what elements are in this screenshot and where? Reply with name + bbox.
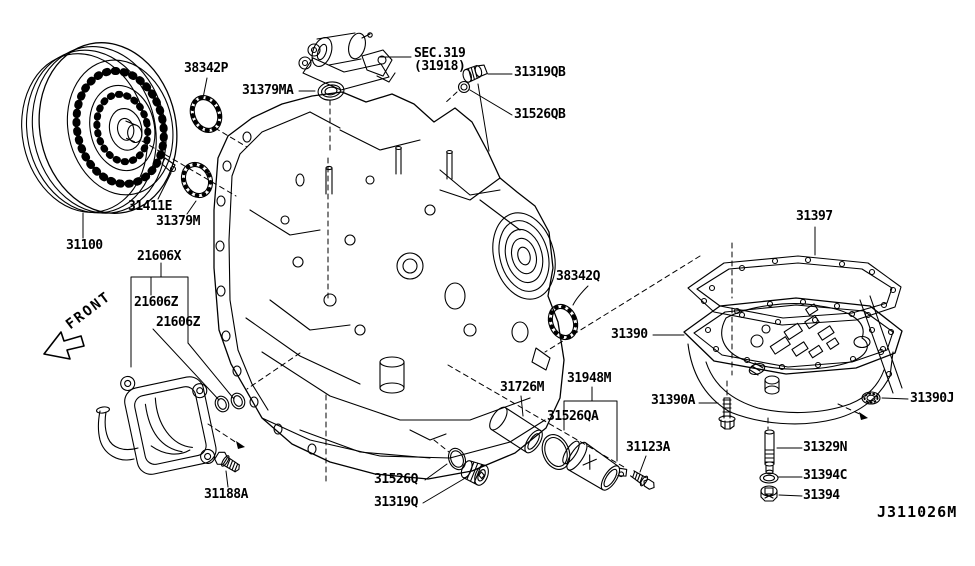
connector-31948M-drawing: [562, 440, 628, 491]
oring-31526Q-drawing: [447, 447, 467, 471]
part-label-31319Q: 31319Q: [374, 495, 418, 510]
stud-31329N-drawing: [764, 429, 775, 475]
diagram-code: J311026M: [877, 503, 958, 521]
part-label-31394: 31394: [803, 488, 840, 503]
part-label-21606Z-1: 21606Z: [134, 295, 178, 310]
oring-31526QB-drawing: [457, 80, 471, 94]
washer-31390J-drawing: [861, 391, 881, 405]
bolt-31390A-drawing: [718, 397, 736, 430]
part-label-31379MA: 31379MA: [242, 83, 294, 98]
seal-38342P-drawing: [189, 95, 223, 133]
solenoid-assembly-drawing: [298, 32, 396, 91]
plug-31319Q-drawing: [460, 460, 489, 486]
bolt-31188A-drawing: [214, 451, 240, 473]
part-label-31526Q: 31526Q: [374, 472, 418, 487]
seal-31379M-drawing: [180, 161, 214, 199]
leader-lines: [82, 56, 909, 504]
seal-31379MA-drawing: [317, 81, 345, 101]
part-label-31411E: 31411E: [128, 199, 172, 214]
part-label-31319QB: 31319QB: [514, 65, 566, 80]
oring-21606Z-2-drawing: [230, 392, 246, 410]
oil-cooler-drawing: [95, 375, 217, 475]
pin-31411E-drawing: [161, 157, 177, 173]
torque-converter-drawing: [21, 42, 178, 214]
part-label-31123A: 31123A: [626, 440, 670, 455]
part-label-31526QA: 31526QA: [547, 409, 599, 424]
plug-31319QB-drawing: [462, 64, 488, 83]
assembly-dashed-lines: [141, 91, 865, 485]
part-label-31188A: 31188A: [204, 487, 248, 502]
seal-38342Q-drawing: [547, 303, 579, 341]
transmission-case-drawing: [213, 91, 565, 480]
section-callout-line1: SEC.319: [414, 46, 466, 61]
part-label-31390A: 31390A: [651, 393, 695, 408]
part-label-21606X: 21606X: [137, 249, 181, 264]
bolt-31123A-drawing: [630, 470, 655, 490]
dashed-arrowheads: [236, 412, 868, 449]
part-label-31526QB: 31526QB: [514, 107, 566, 122]
part-label-31394C: 31394C: [803, 468, 847, 483]
part-label-31329N: 31329N: [803, 440, 847, 455]
part-label-38342Q: 38342Q: [556, 269, 600, 284]
oring-31526QA-drawing: [541, 434, 571, 470]
front-arrow-icon: [43, 331, 85, 360]
part-label-31379M: 31379M: [156, 214, 200, 229]
part-label-31390: 31390: [611, 327, 648, 342]
part-label-31397: 31397: [796, 209, 833, 224]
oil-pan-drawing: [683, 297, 903, 425]
oil-pan-gasket-drawing: [687, 255, 903, 394]
part-label-31948M: 31948M: [567, 371, 611, 386]
part-label-31390J: 31390J: [910, 391, 954, 406]
part-label-31100: 31100: [66, 238, 103, 253]
washer-31394C-drawing: [759, 472, 779, 484]
plug-31394-drawing: [760, 485, 778, 502]
oring-21606Z-1-drawing: [214, 395, 230, 413]
filter-31726M-drawing: [489, 406, 543, 454]
part-label-21606Z-2: 21606Z: [156, 315, 200, 330]
section-callout-line2: (31918): [414, 59, 466, 74]
part-label-38342P: 38342P: [184, 61, 228, 76]
part-label-31726M: 31726M: [500, 380, 544, 395]
